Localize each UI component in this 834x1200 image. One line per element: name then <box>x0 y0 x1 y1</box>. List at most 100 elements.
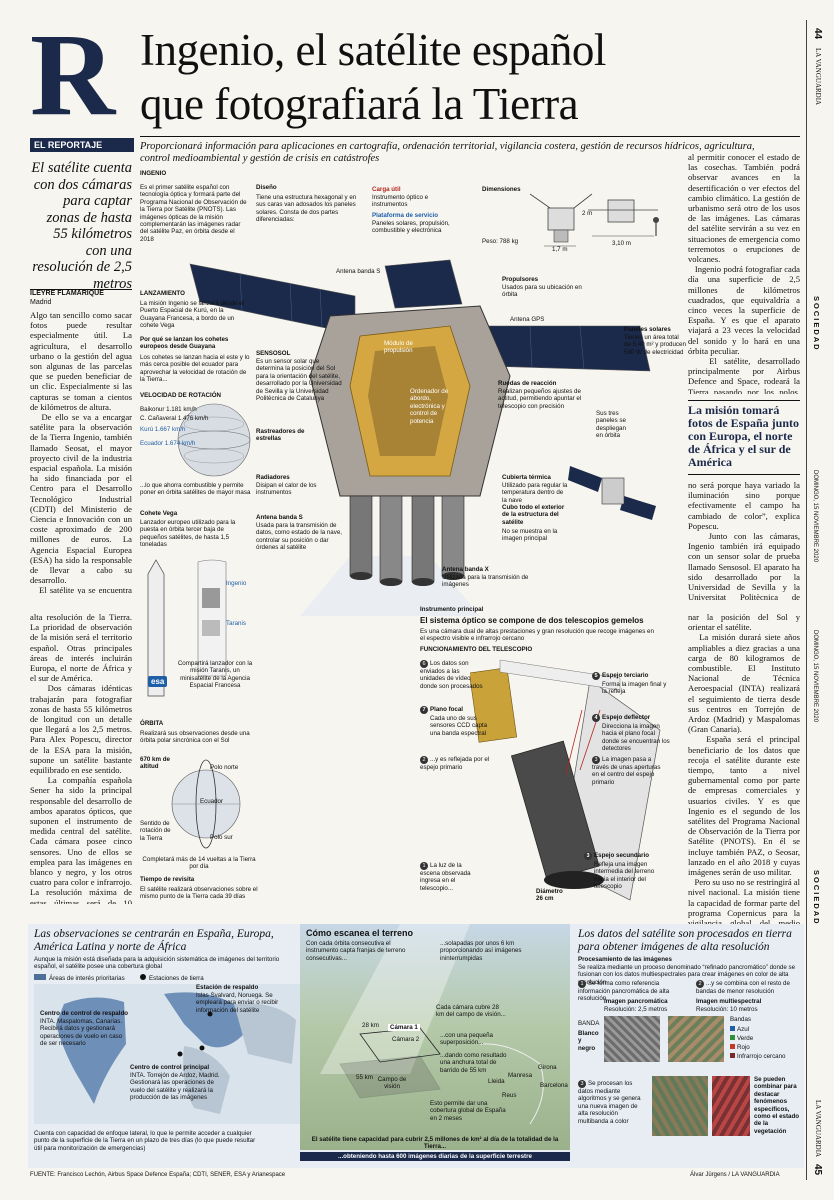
bottom-right-title: Los datos del satélite son procesados en… <box>578 928 792 953</box>
section-tag: EL REPORTAJE <box>30 138 134 152</box>
left-page-number: 44 <box>812 28 823 40</box>
legend-station-dot <box>140 974 146 980</box>
byline-author: ILEYRE FLAMARIQUE <box>30 290 104 297</box>
orbit-globe <box>171 759 241 849</box>
speed-baikonur: Baikonur 1.181 km/h <box>140 406 197 413</box>
speed-kuru: Kurú 1.667 km/h <box>140 426 186 433</box>
polo-sur-label: Polo sur <box>210 834 233 841</box>
polo-norte-label: Polo norte <box>210 764 239 771</box>
cubo-text: No se muestra en la imagen principal <box>502 528 558 543</box>
city-barcelona: Barcelona <box>540 1082 568 1089</box>
carga-label: Carga útil <box>372 186 401 193</box>
ccr-label: Centro de control de respaldo <box>40 1010 129 1017</box>
cam2-label: Cámara 2 <box>392 1036 420 1043</box>
band-rojo: Rojo <box>730 1044 750 1051</box>
km55-label: 55 km <box>356 1074 373 1081</box>
step-7-label: Plano focal <box>430 706 464 713</box>
page-title-line2: que fotografiará la Tierra <box>140 79 579 129</box>
band-verde-label: Verde <box>737 1035 754 1042</box>
ahorro-text: ...lo que ahorra combustible y permite p… <box>140 482 251 497</box>
step-3b-label: Espejo secundario <box>594 852 650 859</box>
speed-canaveral: C. Cañaveral 1.476 km/h <box>140 415 209 422</box>
radiadores-label: Radiadores <box>256 474 290 481</box>
porque-text: Los cohetes se lanzan hacia el este y lo… <box>140 354 250 384</box>
band-infrarrojo-label: Infrarrojo cercano <box>737 1053 786 1060</box>
bn-label: Blanco y negro <box>578 1030 599 1052</box>
deployed-satellite <box>568 466 656 520</box>
sensosol-label: SENSOSOL <box>256 350 291 357</box>
revisita-label: Tiempo de revisita <box>140 876 195 883</box>
step-7-text: Cada uno de sus sensores CCD capta una b… <box>430 715 488 737</box>
est-text: Islas Svalvard, Noruega. Se empleará par… <box>196 992 279 1014</box>
band-verde: Verde <box>730 1035 753 1042</box>
step-1-text: La luz de la escena observada ingresa en… <box>420 862 471 892</box>
compartira-text: Compartirá lanzador con la misión Tarani… <box>177 660 253 690</box>
mid-text-a: Con cada órbita consecutiva el instrumen… <box>306 940 406 962</box>
bottom-left-title: Las observaciones se centrarán en España… <box>34 928 274 953</box>
sensosol-text: Es un sensor solar que determina la posi… <box>256 358 342 403</box>
rotation-globe <box>177 403 251 477</box>
step-5-text: Forma la imagen final y la refleja <box>602 681 667 696</box>
city-reus: Reus <box>502 1092 517 1099</box>
callout-modulo: Módulo de propulsión <box>384 340 413 355</box>
multi-resolution: Resolución: 10 metros <box>696 1006 758 1013</box>
satellite-illustration <box>189 259 651 616</box>
bottom-left-text: Aunque la misión está diseñada para la a… <box>34 956 280 971</box>
diametro-label: Diámetro 26 cm <box>536 888 563 903</box>
dim-width: 1,7 m <box>552 246 568 253</box>
callout-ordenador: Ordenador de abordo, electrónica y contr… <box>410 388 449 425</box>
diseno-label: Diseño <box>256 184 277 191</box>
proc-step-2: 2...y se combina con el resto de bandas … <box>696 980 790 995</box>
instrumento-text: Es una cámara dual de altas prestaciones… <box>420 628 654 643</box>
band-rojo-swatch <box>730 1044 735 1049</box>
step-3b-text: Refleja una imagen intermedia del terren… <box>594 861 655 891</box>
step-2-text: ...y es reflejada por el espejo primario <box>420 756 490 771</box>
diseno-text: Tiene una estructura hexagonal y en sus … <box>256 194 357 224</box>
instrumento-title: El sistema óptico se compone de dos tele… <box>420 616 644 625</box>
mid-text-f: Esto permite dar una cobertura global de… <box>430 1100 506 1122</box>
proc-step-2-text: ...y se combina con el resto de bandas d… <box>696 980 790 995</box>
rocket-taranis-tag: Taranis <box>226 620 246 627</box>
source-credit: FUENTE: Francisco Lechón, Airbus Space D… <box>30 1172 286 1178</box>
step-4-text: Direcciona la imagen hacia el plano foca… <box>602 723 670 753</box>
page-title-line1: Ingenio, el satélite español <box>140 25 606 75</box>
esa-logo: esa <box>148 676 168 687</box>
bottom-left-foot: Cuenta con capacidad de enfoque lateral,… <box>34 1130 256 1152</box>
dim-span: 3,10 m <box>612 240 631 247</box>
article-col4-bottom: nar la posición del Sol y orientar el sa… <box>688 612 800 926</box>
subtitle: Proporcionará información para aplicacio… <box>140 141 755 164</box>
orbita-label: ÓRBITA <box>140 720 164 727</box>
mid-text-c: Cada cámara cubre 28 km del campo de vis… <box>436 1004 506 1019</box>
pan-image <box>604 1016 660 1062</box>
dimensions-drawing <box>529 193 659 247</box>
altitud-label: 670 km de altitud <box>140 756 170 771</box>
callout-ruedas-text: Realizan pequeños ajustes de actitud, pe… <box>498 388 582 410</box>
mid-text-b: ...solapadas por unos 6 km proporcionand… <box>440 940 522 962</box>
left-section-name: SOCIEDAD <box>812 296 821 352</box>
band-infrarrojo: Infrarrojo cercano <box>730 1053 790 1060</box>
pan-label: Imagen pancromática <box>604 998 668 1005</box>
cubierta-label: Cubierta térmica <box>502 474 551 481</box>
antena-x-label: Antena banda X <box>442 566 489 573</box>
callout-propulsores-text: Usados para su ubicación en órbita <box>502 284 582 299</box>
step-4-label: Espejo deflector <box>602 714 651 721</box>
dimensiones-label: Dimensiones <box>482 186 521 193</box>
article-col4-top: al permitir conocer el estado de las cos… <box>688 152 800 394</box>
cam1-label: Cámara 1 <box>388 1024 420 1032</box>
cubo-label: Cubo todo el exterior de la estructura d… <box>502 504 565 526</box>
title-rule <box>140 136 800 137</box>
right-section-name: SOCIEDAD <box>812 870 821 926</box>
legend-priority-swatch <box>34 974 46 980</box>
instrumento-label: Instrumento principal <box>420 606 484 613</box>
bottom-strip-2: ...obteniendo hasta 600 imágenes diarias… <box>300 1152 570 1162</box>
ccp-label: Centro de control principal <box>130 1064 210 1071</box>
result-image-2 <box>712 1076 750 1136</box>
article-col4-mid: no será porque haya variado la iluminaci… <box>688 480 800 602</box>
city-lleida: Lleida <box>488 1078 505 1085</box>
